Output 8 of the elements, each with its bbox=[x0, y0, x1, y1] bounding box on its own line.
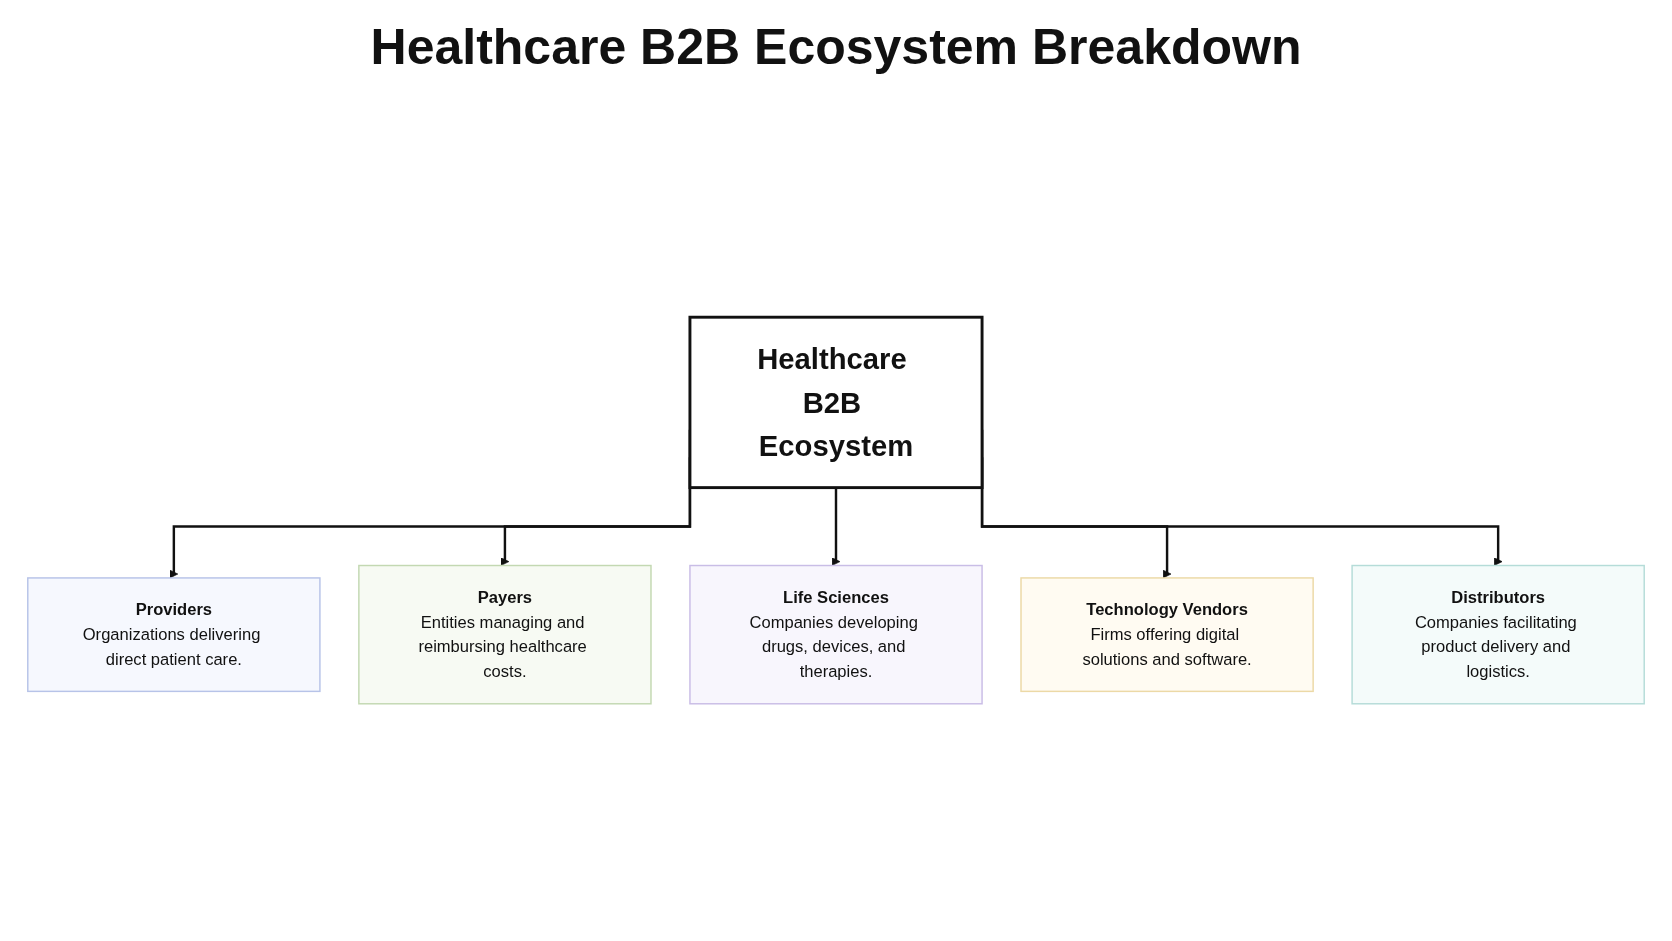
node-box: Life Sciences Companies developing drugs, devices, and therapies. bbox=[689, 564, 983, 705]
node-box: Payers Entities managing and reimbursing healthcare costs. bbox=[358, 564, 652, 705]
diagram-title: Healthcare B2B Ecosystem Breakdown bbox=[370, 18, 1302, 76]
arrow bbox=[831, 487, 841, 566]
node-box: Healthcare B2B Ecosystem bbox=[688, 315, 984, 490]
node-box: Distributors Companies facilitating product delivery and logistics. bbox=[1351, 564, 1645, 705]
node-box: Providers Organizations delivering direct patient care. bbox=[27, 577, 321, 693]
node-box: Technology Vendors Firms offering digital solutions and software. bbox=[1020, 577, 1314, 693]
